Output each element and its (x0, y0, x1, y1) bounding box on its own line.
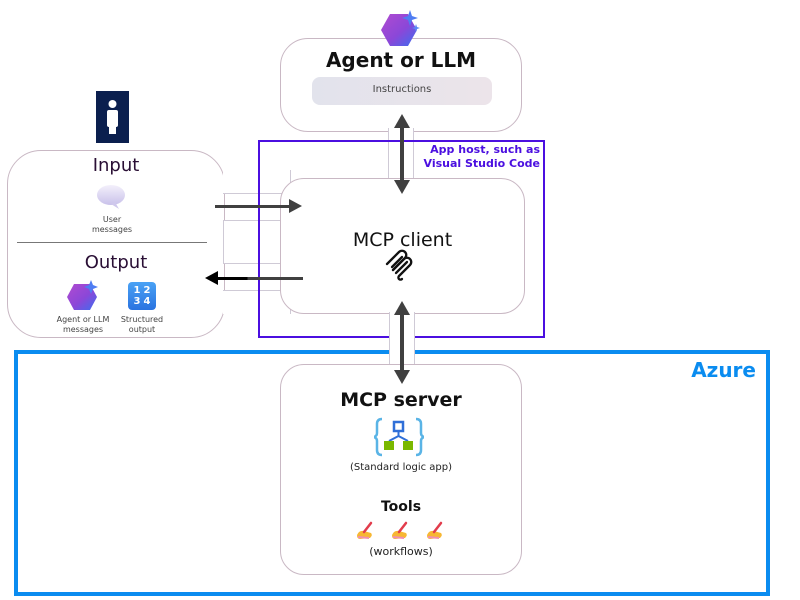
azure-label: Azure (691, 358, 756, 382)
mcp-server-card (280, 364, 522, 575)
agent-llm-messages-label: Agent or LLM messages (50, 315, 116, 335)
input-arrow-head (289, 199, 302, 213)
output-arrow-shaft (218, 277, 303, 280)
writing-hand-icon (357, 521, 373, 539)
app-host-label-line1: App host, such as (430, 143, 540, 156)
copilot-hexagon-icon (380, 8, 420, 50)
mcp-logo-icon (383, 249, 417, 283)
digit-1: 1 (133, 285, 141, 296)
user-messages-label: User messages (80, 215, 144, 235)
client-server-arrow-shaft (400, 313, 404, 371)
digit-4: 4 (143, 296, 151, 307)
writing-hand-icon (392, 521, 408, 539)
numbers-1234-icon: 1 2 3 4 (128, 282, 156, 310)
arrow-to-client-head (394, 180, 410, 194)
mcp-server-title: MCP server (340, 389, 462, 411)
arrow-to-client-from-server-head (394, 301, 410, 315)
tools-caption: (workflows) (369, 545, 433, 558)
structured-output-line1: Structured (120, 315, 164, 324)
agent-llm-messages-line1: Agent or LLM (56, 315, 110, 324)
instructions-pill (312, 77, 492, 105)
arrow-to-agent-head (394, 114, 410, 128)
tools-icons (355, 521, 445, 543)
speech-bubble-icon (95, 182, 127, 212)
output-arrow-head (205, 271, 218, 285)
output-title: Output (84, 252, 148, 273)
agent-llm-messages-line2: messages (62, 325, 104, 334)
io-connector-middle (223, 220, 291, 264)
structured-output-label: Structured output (112, 315, 172, 335)
app-host-label: App host, such as Visual Studio Code (410, 143, 541, 171)
mcp-client-title: MCP client (352, 229, 453, 251)
input-output-card (7, 150, 225, 338)
structured-output-line2: output (128, 325, 156, 334)
instructions-label: Instructions (372, 84, 432, 95)
io-connector-top (223, 170, 291, 194)
input-arrow-shaft (215, 205, 291, 208)
app-host-label-line2: Visual Studio Code (423, 157, 541, 170)
user-messages-line1: User (102, 215, 122, 224)
input-output-divider (17, 242, 207, 243)
person-icon (96, 91, 129, 143)
agent-llm-title: Agent or LLM (325, 48, 477, 72)
digit-3: 3 (133, 296, 141, 307)
agent-client-arrow-shaft (400, 126, 404, 182)
logic-app-icon (370, 417, 428, 457)
input-title: Input (92, 155, 140, 176)
agent-llm-messages-icon (66, 279, 100, 313)
writing-hand-icon (427, 521, 443, 539)
mcp-server-subtitle: (Standard logic app) (350, 462, 452, 473)
mcp-client-card (280, 178, 525, 314)
user-messages-line2: messages (91, 225, 133, 234)
digit-2: 2 (143, 285, 151, 296)
tools-title: Tools (380, 499, 422, 515)
arrow-to-server-head (394, 370, 410, 384)
